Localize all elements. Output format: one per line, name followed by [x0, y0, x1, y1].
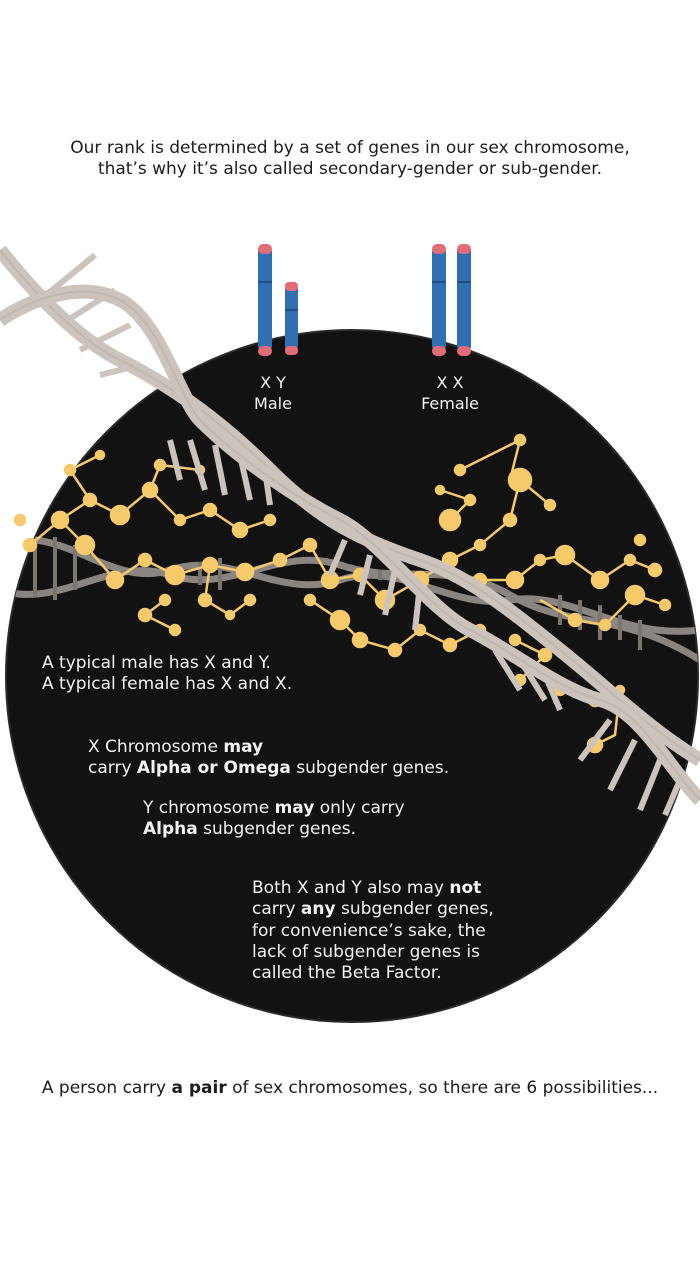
- female-chromosome-label: X X Female: [390, 373, 510, 415]
- y-text-may: may: [274, 798, 315, 818]
- intro-line-2: that’s why it’s also called secondary-ge…: [97, 159, 603, 180]
- y-text-c: only carry: [314, 798, 405, 818]
- x-text-may: may: [223, 737, 264, 757]
- y-text-e: subgender genes.: [197, 819, 356, 840]
- beta-text-a: Both X and Y also may: [252, 878, 450, 898]
- outro-text-a: A person carry: [41, 1078, 172, 1098]
- female-pair-text: X X: [436, 373, 464, 392]
- male-label-text: Male: [254, 393, 292, 413]
- outro-text-pair: a pair: [171, 1078, 227, 1098]
- typical-male-line: A typical male has X and Y.: [42, 653, 271, 673]
- x-chromosome-paragraph: X Chromosome may carry Alpha or Omega su…: [88, 737, 449, 780]
- intro-line-1: Our rank is determined by a set of genes…: [70, 138, 630, 158]
- beta-text-e: subgender genes,: [335, 899, 494, 920]
- dark-circle: [5, 329, 699, 1023]
- x-text-e: subgender genes.: [290, 758, 450, 779]
- y-text-a: Y chromosome: [143, 798, 275, 818]
- beta-text-c: carry: [252, 899, 301, 920]
- y-chromosome-paragraph: Y chromosome may only carry Alpha subgen…: [143, 798, 405, 841]
- typical-chromosomes-paragraph: A typical male has X and Y. A typical fe…: [42, 653, 292, 696]
- x-text-a: X Chromosome: [88, 737, 224, 757]
- beta-text-f: for convenience’s sake, the: [252, 920, 486, 941]
- main-dna-helix: [0, 245, 700, 817]
- beta-factor-paragraph: Both X and Y also may not carry any subg…: [252, 878, 494, 984]
- x-text-c: carry: [88, 758, 137, 779]
- male-chromosome-label: X Y Male: [213, 373, 333, 415]
- male-pair-text: X Y: [260, 373, 286, 392]
- x-text-alpha-omega: Alpha or Omega: [136, 758, 291, 779]
- female-chromosome-pair: [432, 244, 471, 356]
- outro-text: A person carry a pair of sex chromosomes…: [0, 1078, 700, 1099]
- typical-female-line: A typical female has X and X.: [42, 674, 293, 695]
- y-text-alpha: Alpha: [143, 819, 198, 840]
- beta-text-any: any: [300, 899, 336, 920]
- outro-text-c: of sex chromosomes, so there are 6 possi…: [226, 1078, 659, 1098]
- intro-text: Our rank is determined by a set of genes…: [0, 138, 700, 181]
- beta-text-g: lack of subgender genes is: [252, 941, 480, 962]
- beta-text-not: not: [449, 878, 482, 898]
- beta-text-h: called the Beta Factor.: [252, 963, 442, 983]
- male-chromosome-pair: [258, 244, 298, 356]
- female-label-text: Female: [421, 393, 479, 413]
